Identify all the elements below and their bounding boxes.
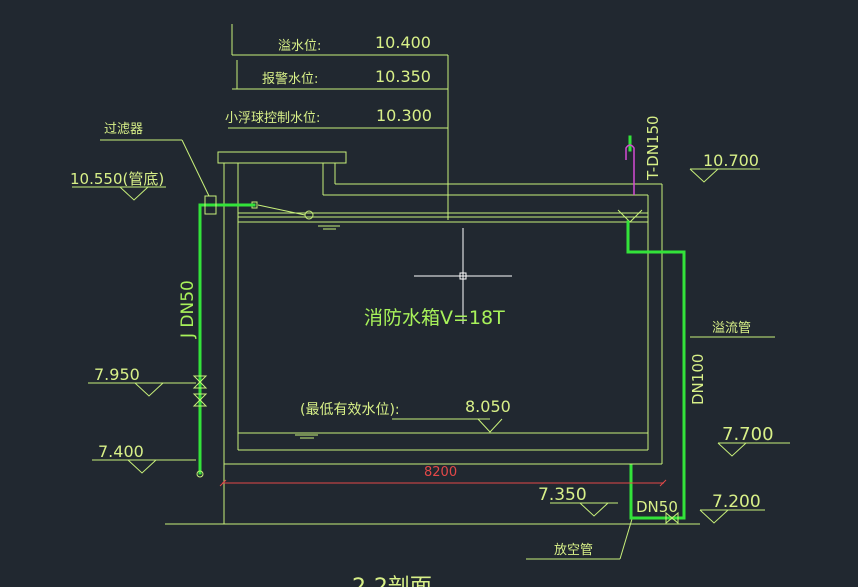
left-upper-level: 7.950 <box>94 365 140 384</box>
inlet-level-label: 10.550(管底) <box>70 170 164 188</box>
overflow-pipe-label: 溢流管 <box>712 321 751 336</box>
drain-level-value: 7.350 <box>538 485 587 505</box>
annotation-lines <box>72 24 790 560</box>
overflow-level-label: 溢水位: <box>278 39 321 54</box>
drain-pipe-size: DN50 <box>636 498 678 516</box>
lowest-level-value: 8.050 <box>465 397 511 416</box>
overflow-level-value: 10.400 <box>375 33 431 52</box>
left-lower-level: 7.400 <box>98 442 144 461</box>
alarm-level-label: 报警水位: <box>262 71 318 87</box>
inlet-pipe-label: J DN50 <box>178 280 198 339</box>
floor-level-value: 7.700 <box>722 424 774 445</box>
lowest-level-label: (最低有效水位): <box>300 402 400 418</box>
overflow-pipe-size: DN100 <box>689 354 707 405</box>
alarm-level-value: 10.350 <box>375 67 431 86</box>
section-title: 2-2剖面 <box>352 575 432 587</box>
tank-label: 消防水箱V=18T <box>364 307 505 329</box>
valves <box>192 195 679 525</box>
crosshair-cursor-icon <box>414 228 512 324</box>
vent-pipe <box>625 144 635 195</box>
top-right-level-value: 10.700 <box>703 151 759 170</box>
vent-pipe-label: T-DN150 <box>644 115 662 181</box>
drain-pipe-label: 放空管 <box>554 543 593 558</box>
width-dimension-value: 8200 <box>424 465 457 480</box>
pipes <box>198 135 686 520</box>
right-lower-level-value: 7.200 <box>712 492 761 512</box>
float-level-value: 10.300 <box>376 106 432 125</box>
float-level-label: 小浮球控制水位: <box>225 111 320 126</box>
width-dimension <box>219 479 667 487</box>
filter-label: 过滤器 <box>104 122 143 137</box>
tank-body <box>217 151 663 524</box>
